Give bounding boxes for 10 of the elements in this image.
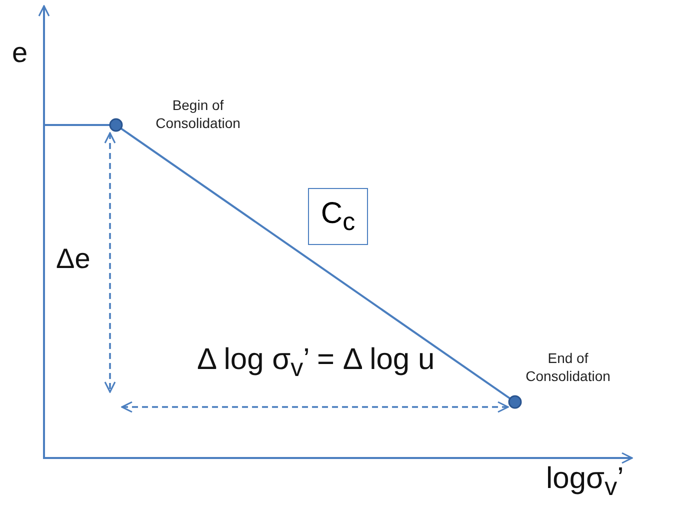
- data-point: [508, 395, 522, 409]
- delta-label: Δ log σ$_{v}$’ = Δ log u: [197, 343, 435, 382]
- point-label: End of Consolidation: [524, 349, 612, 386]
- axis-label: e: [12, 38, 28, 69]
- delta-label: Δe: [56, 244, 90, 275]
- coefficient-label: C$_{c}$: [320, 196, 356, 236]
- point-label: Begin of Consolidation: [154, 96, 242, 132]
- compression-line: [120, 128, 511, 400]
- data-point: [109, 118, 123, 132]
- axis-label: logσ$_{v}$’: [546, 462, 624, 502]
